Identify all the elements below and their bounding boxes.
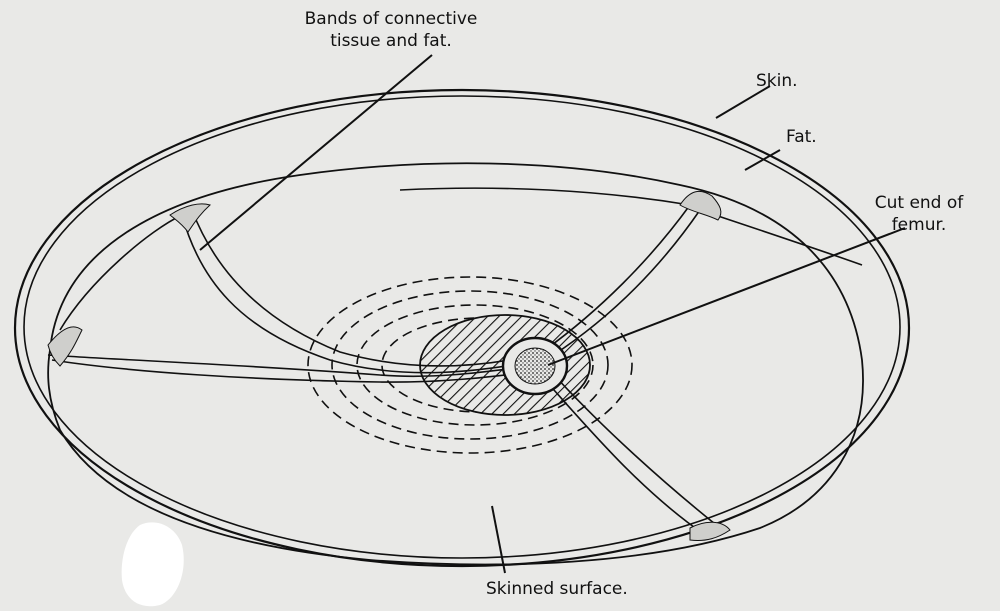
band-junctions	[47, 190, 731, 541]
connective-bands	[47, 187, 863, 536]
femur-label-line1: Cut end of	[874, 193, 964, 213]
fat-label: Fat.	[786, 127, 817, 147]
femur-label-line2: femur.	[891, 215, 947, 235]
skin-outer-line	[13, 88, 911, 568]
skinned-surface-label: Skinned surface.	[486, 579, 628, 599]
bands-label-line2: tissue and fat.	[330, 31, 452, 51]
femur-marrow	[514, 347, 556, 385]
leader-lines	[199, 54, 906, 574]
paper-blemish	[121, 522, 184, 607]
bands-label: Bands of connective tissue and fat.	[286, 8, 496, 52]
skin-label: Skin.	[756, 71, 798, 91]
fat-boundary	[47, 162, 864, 566]
bands-label-line1: Bands of connective	[304, 9, 478, 29]
skin-inner-line	[23, 95, 901, 559]
femur-label: Cut end of femur.	[852, 192, 986, 236]
